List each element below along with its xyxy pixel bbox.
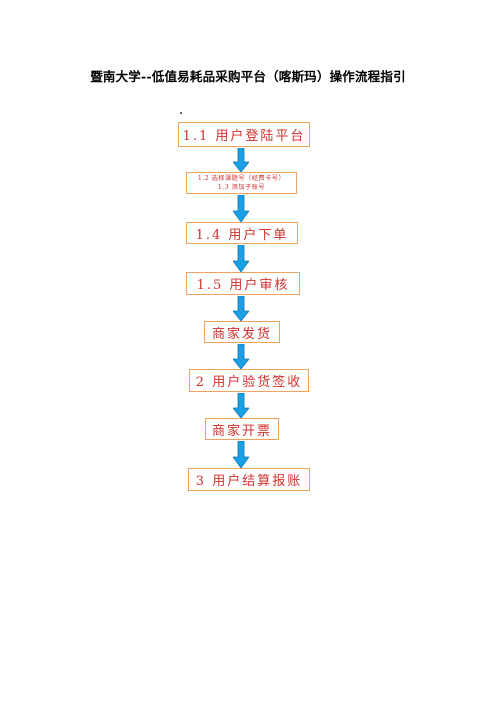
step-select-project-label: 1.2 选择课题号（经费卡号） (197, 175, 286, 182)
flow-arrow-icon (233, 441, 249, 468)
step-user-login: 1.1 用户登陆平台 (178, 122, 310, 147)
step-user-review: 1.5 用户审核 (186, 272, 300, 295)
step-user-settle: 3 用户结算报账 (188, 468, 310, 491)
flow-arrow-icon (233, 245, 249, 272)
step-user-review-label: 1.5 用户审核 (196, 278, 290, 293)
flow-arrow-icon (233, 148, 249, 172)
step-merchant-ship: 商家发货 (204, 321, 280, 343)
step-user-settle-label: 3 用户结算报账 (195, 474, 303, 489)
step-merchant-invoice: 商家开票 (205, 418, 279, 440)
flow-arrow-icon (233, 296, 249, 321)
step-merchant-invoice-label: 商家开票 (211, 423, 272, 439)
step-user-inspect-sign: 2 用户验货签收 (189, 369, 309, 392)
page-title: 暨南大学--低值易耗品采购平台（喀斯玛）操作流程指引 (90, 69, 406, 84)
step-merchant-ship-label: 商家发货 (211, 326, 272, 342)
step-user-order-label: 1.4 用户下单 (195, 227, 289, 243)
step-add-subaccount-label: 1.3 添加子账号 (217, 184, 266, 191)
step-user-inspect-sign-label: 2 用户验货签收 (195, 375, 303, 390)
flow-arrow-icon (233, 344, 249, 369)
step-user-login-label: 1.1 用户登陆平台 (182, 129, 306, 144)
flow-arrow-icon (233, 393, 249, 418)
stray-dot (180, 112, 182, 114)
step-select-project: 1.2 选择课题号（经费卡号） 1.3 添加子账号 (186, 172, 297, 194)
flow-arrow-icon (233, 195, 249, 222)
step-user-order: 1.4 用户下单 (186, 222, 298, 244)
